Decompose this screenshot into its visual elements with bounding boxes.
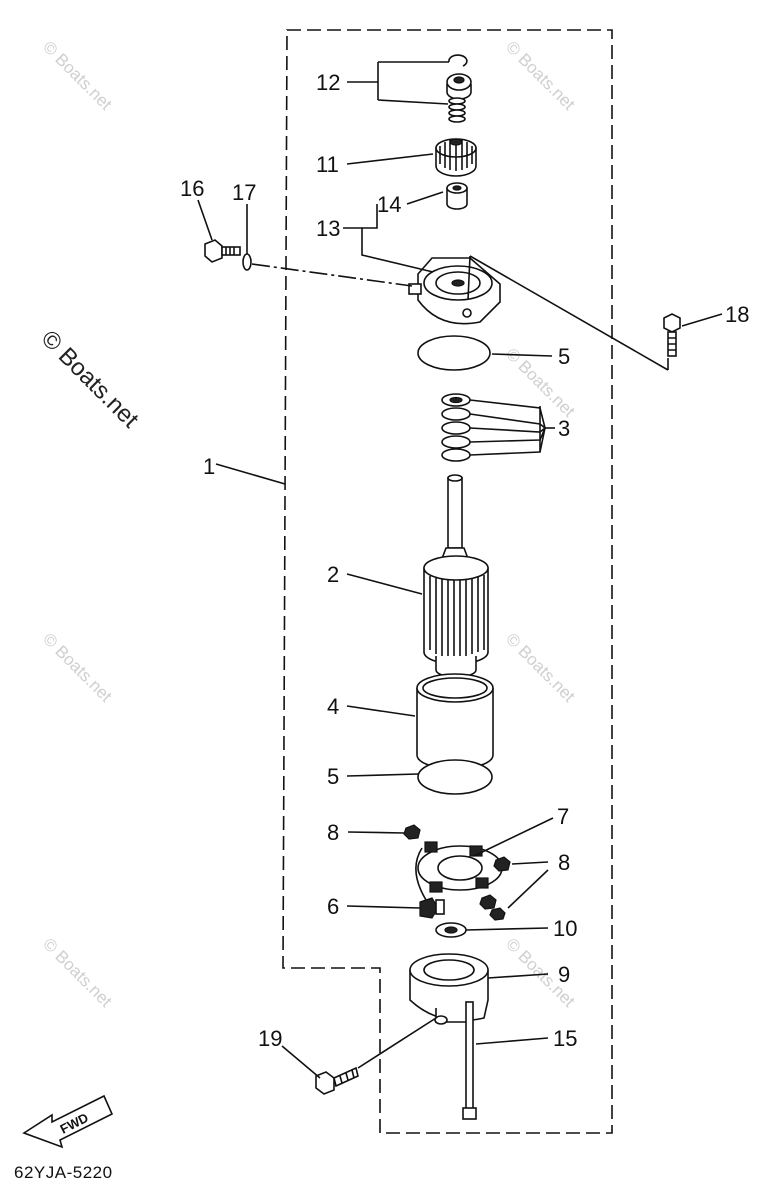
callout-15: 15 — [553, 1026, 577, 1051]
nuts-right — [479, 856, 511, 921]
callout-7: 7 — [557, 804, 569, 829]
callout-17: 17 — [232, 180, 256, 205]
callout-1: 1 — [203, 454, 215, 479]
bolt-16 — [204, 239, 241, 263]
watermark: © Boats.net — [39, 629, 116, 706]
callout-3: 3 — [558, 416, 570, 441]
watermark: © Boats.net — [502, 629, 579, 706]
through-bolt — [462, 1001, 477, 1120]
nut-upper — [403, 824, 421, 840]
washer — [435, 922, 467, 938]
clip-collar-spring — [446, 54, 472, 123]
rear-bracket — [409, 953, 489, 1025]
yoke — [416, 673, 494, 770]
callout-18: 18 — [725, 302, 749, 327]
callout-2: 2 — [327, 562, 339, 587]
callout-12: 12 — [316, 70, 340, 95]
watermark-prominent: © Boats.net — [36, 325, 144, 433]
brush-holder — [415, 841, 503, 901]
callout-14: 14 — [377, 192, 401, 217]
assembly-boundary — [282, 29, 613, 1134]
bolt-18 — [663, 313, 681, 357]
leader-lines — [197, 61, 723, 1079]
bolt-19 — [315, 1066, 359, 1095]
watermark: © Boats.net — [39, 934, 116, 1011]
front-bracket — [408, 257, 501, 325]
callout-16: 16 — [180, 176, 204, 201]
callout-8-upper: 8 — [327, 820, 339, 845]
fwd-arrow-icon: FWD — [22, 1094, 114, 1149]
armature — [423, 474, 489, 678]
washer-17 — [242, 253, 252, 271]
callout-4: 4 — [327, 694, 339, 719]
terminal — [419, 897, 445, 919]
callout-6: 6 — [327, 894, 339, 919]
callout-9: 9 — [558, 962, 570, 987]
diagram-code: 62YJA-5220 — [14, 1163, 113, 1182]
callouts: 12 11 14 13 16 17 18 5 3 1 2 4 5 8 7 8 6… — [180, 70, 749, 1051]
watermark: © Boats.net — [39, 37, 116, 114]
pinion-gear — [435, 138, 477, 177]
callout-10: 10 — [553, 916, 577, 941]
callout-8-right: 8 — [558, 850, 570, 875]
callout-19: 19 — [258, 1026, 282, 1051]
callout-13: 13 — [316, 216, 340, 241]
callout-5-lower: 5 — [327, 764, 339, 789]
callout-11: 11 — [316, 152, 339, 177]
watermark: © Boats.net — [502, 37, 579, 114]
bush — [446, 182, 468, 210]
o-ring-upper — [417, 335, 491, 371]
washer-stack — [441, 393, 471, 462]
callout-5-upper: 5 — [558, 344, 570, 369]
o-ring-lower — [417, 759, 493, 795]
